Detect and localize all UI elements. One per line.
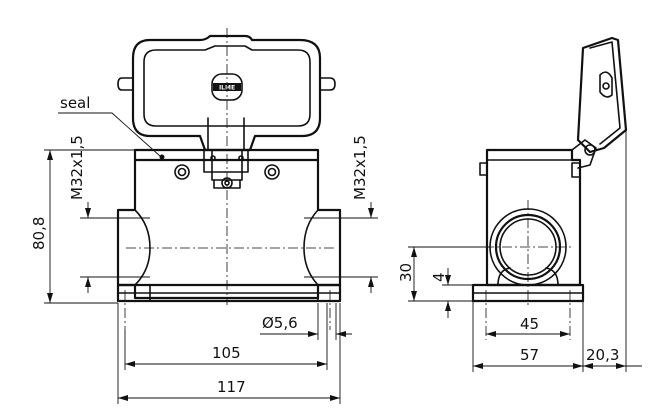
dim-side-flange: 4 bbox=[430, 272, 448, 282]
hole-centerlines bbox=[124, 290, 331, 330]
dim-105-lines bbox=[124, 303, 328, 370]
cable-entry-left bbox=[134, 209, 151, 286]
side-nub-left bbox=[479, 162, 488, 176]
lever-shaft bbox=[207, 117, 245, 151]
dim-45-arrows bbox=[486, 331, 570, 337]
dim-thread-left-lines bbox=[80, 202, 118, 293]
dim-side-height: 30 bbox=[397, 263, 415, 282]
dim-4-arrows bbox=[445, 275, 451, 311]
seal-leader bbox=[58, 112, 161, 157]
dim-hole-lines bbox=[260, 303, 352, 340]
screw-right-icon bbox=[264, 164, 280, 180]
side-lever-knob bbox=[599, 71, 613, 98]
dim-thread-left-arrows bbox=[85, 208, 91, 287]
dim-117-lines bbox=[117, 303, 341, 404]
dim-height-80-8: 80,8 bbox=[30, 217, 48, 250]
screw-left-icon bbox=[174, 164, 190, 180]
dim-thread-right-arrows bbox=[368, 208, 374, 287]
front-view: ILME bbox=[58, 28, 342, 330]
locking-lever-outer bbox=[131, 34, 322, 152]
locking-bracket bbox=[203, 149, 249, 189]
dim-thread-left: M32x1,5 bbox=[68, 135, 86, 200]
front-dimensions: 80,8 M32x1,5 M32x1,5 Ø5,6 105 117 bbox=[30, 135, 378, 404]
dim-hole-spacing: 105 bbox=[212, 344, 241, 362]
dim-side-base-width: 57 bbox=[520, 346, 539, 364]
side-nub-right bbox=[571, 162, 581, 178]
side-feet bbox=[497, 267, 559, 286]
seal-label: seal bbox=[60, 94, 90, 112]
dim-hole-diameter: Ø5,6 bbox=[262, 314, 298, 332]
housing-body bbox=[116, 160, 342, 300]
side-dimensions: 30 4 45 57 20,3 bbox=[397, 246, 642, 372]
dim-20-3-arrows bbox=[583, 363, 626, 369]
dim-side-hole-spacing: 45 bbox=[520, 315, 539, 333]
dim-hole-arrows bbox=[308, 331, 346, 337]
side-hinge bbox=[571, 139, 597, 169]
side-ref-lines bbox=[582, 130, 627, 372]
side-hole-centerlines bbox=[485, 290, 571, 340]
lever-pin-left bbox=[117, 77, 134, 91]
entry-left-lines bbox=[118, 217, 150, 278]
dim-thread-right-lines bbox=[340, 202, 378, 293]
side-cover-inner bbox=[589, 41, 621, 145]
side-cover bbox=[576, 36, 628, 154]
seal-dot bbox=[159, 154, 165, 160]
entry-right-lines bbox=[304, 217, 340, 278]
side-body bbox=[485, 148, 582, 287]
dim-thread-right: M32x1,5 bbox=[351, 135, 369, 200]
side-lever-pivot bbox=[602, 82, 610, 90]
side-view bbox=[471, 36, 628, 372]
dim-base-width: 117 bbox=[217, 378, 246, 396]
foot-left bbox=[134, 284, 151, 302]
dim-height-lines bbox=[44, 149, 135, 304]
lever-pin-right bbox=[319, 77, 336, 91]
dim-side-lever-offset: 20,3 bbox=[586, 346, 619, 364]
locking-lever-inner bbox=[143, 45, 311, 127]
dim-57-lines bbox=[472, 301, 583, 372]
cable-entry-right bbox=[303, 209, 319, 286]
